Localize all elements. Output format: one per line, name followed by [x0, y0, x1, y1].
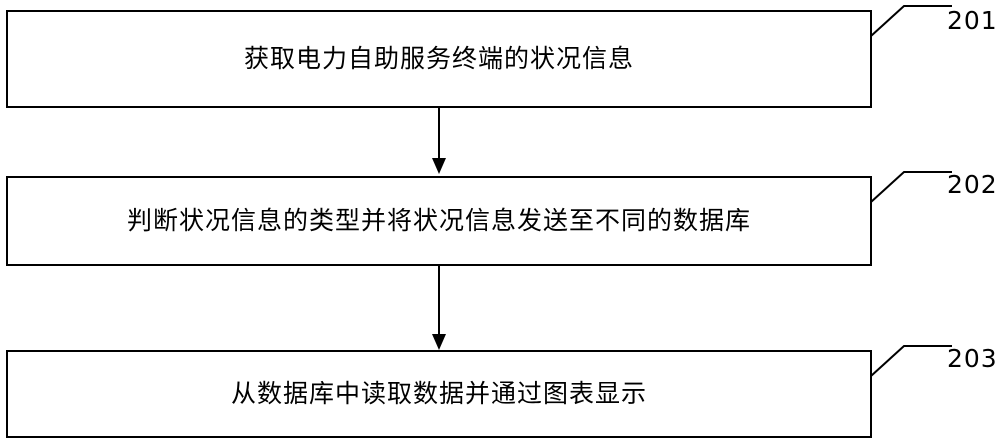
- flow-node-201: 获取电力自助服务终端的状况信息: [6, 10, 872, 108]
- step-number-203: 203: [947, 344, 998, 373]
- connector-202-203: [432, 266, 446, 350]
- flow-node-202-label: 判断状况信息的类型并将状况信息发送至不同的数据库: [126, 206, 751, 235]
- step-number-201: 201: [947, 6, 998, 35]
- flow-node-203-label: 从数据库中读取数据并通过图表显示: [230, 379, 647, 408]
- leader-line-202: [870, 171, 952, 203]
- flow-node-201-label: 获取电力自助服务终端的状况信息: [243, 44, 634, 73]
- leader-line-203: [870, 345, 952, 377]
- connector-201-202: [432, 108, 446, 174]
- step-number-202: 202: [947, 170, 998, 199]
- flow-node-202: 判断状况信息的类型并将状况信息发送至不同的数据库: [6, 176, 872, 266]
- flow-node-203: 从数据库中读取数据并通过图表显示: [6, 350, 872, 438]
- leader-line-201: [870, 5, 952, 37]
